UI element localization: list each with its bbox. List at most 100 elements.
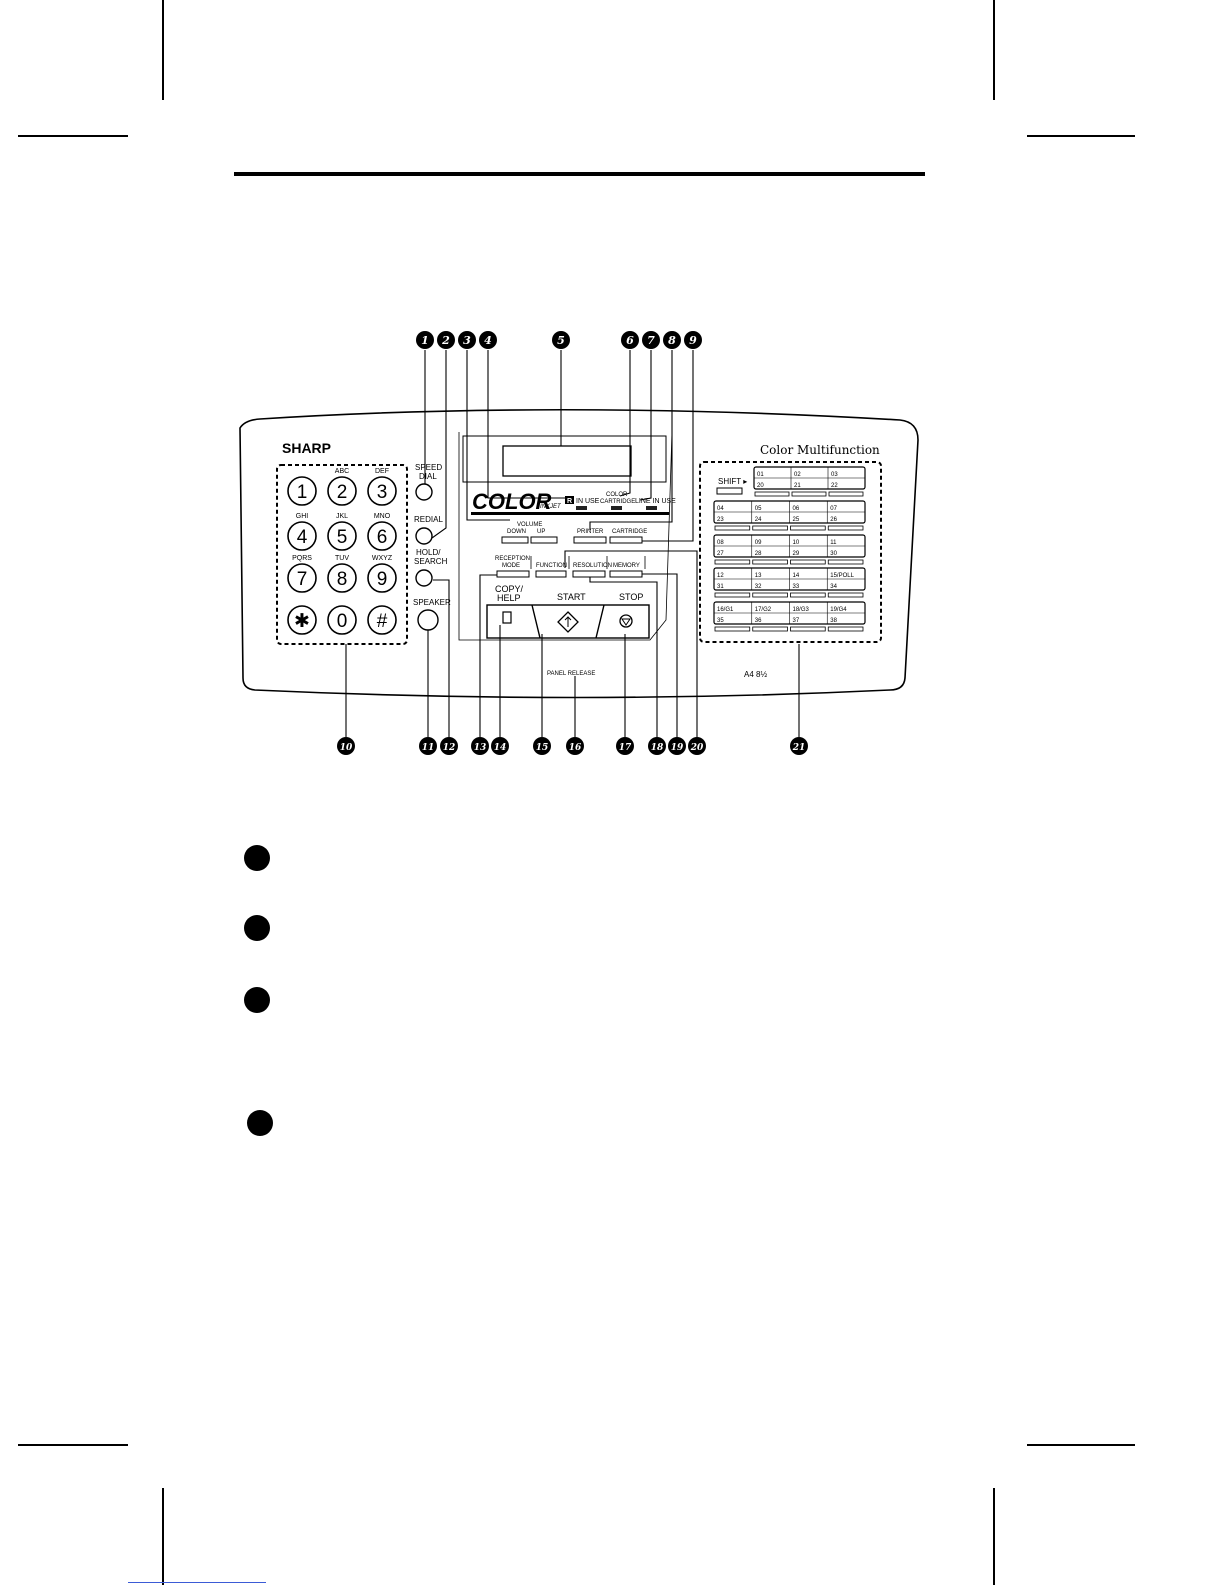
- hold-search-button[interactable]: [415, 569, 433, 587]
- callout-number: 3: [463, 334, 471, 347]
- one-touch-key-label[interactable]: 08: [717, 540, 724, 546]
- one-touch-key[interactable]: [827, 626, 864, 632]
- one-touch-key[interactable]: [752, 592, 788, 598]
- one-touch-key-label[interactable]: 38: [830, 618, 837, 624]
- one-touch-key[interactable]: [714, 559, 751, 565]
- one-touch-key[interactable]: [754, 491, 790, 497]
- one-touch-key-label[interactable]: 36: [755, 618, 762, 624]
- one-touch-key-label[interactable]: 17/G2: [755, 607, 772, 613]
- one-touch-key-label[interactable]: 29: [793, 551, 800, 557]
- one-touch-key-label[interactable]: 23: [717, 517, 724, 523]
- cartridge-button[interactable]: [609, 536, 643, 544]
- color-cartridge-label-1: COLOR: [606, 492, 628, 498]
- keypad-key-6[interactable]: [367, 521, 397, 551]
- one-touch-key-label[interactable]: 35: [717, 618, 724, 624]
- one-touch-key-label[interactable]: 07: [830, 506, 837, 512]
- keypad-digit: 2: [337, 482, 348, 503]
- header-rule: [234, 172, 925, 176]
- shift-button[interactable]: [716, 487, 743, 495]
- one-touch-key-label[interactable]: 26: [830, 517, 837, 523]
- keypad-key-5[interactable]: [327, 521, 357, 551]
- list-bullet-4: [247, 1110, 273, 1136]
- keypad-key-4[interactable]: [287, 521, 317, 551]
- volume-up-button[interactable]: [530, 536, 558, 544]
- keypad-key-9[interactable]: [367, 563, 397, 593]
- one-touch-key-label[interactable]: 01: [757, 472, 764, 478]
- one-touch-key-label[interactable]: 27: [717, 551, 724, 557]
- one-touch-key[interactable]: [714, 525, 751, 531]
- one-touch-key-label[interactable]: 06: [793, 506, 800, 512]
- resolution-button[interactable]: [572, 570, 606, 578]
- one-touch-key[interactable]: [791, 491, 827, 497]
- one-touch-key-label[interactable]: 15/POLL: [830, 573, 854, 579]
- one-touch-key-label[interactable]: 13: [755, 573, 762, 579]
- copy-icon[interactable]: [502, 611, 512, 624]
- one-touch-key[interactable]: [790, 626, 826, 632]
- one-touch-key-label[interactable]: 20: [757, 483, 764, 489]
- model-title: Color Multifunction: [760, 443, 880, 457]
- one-touch-key-label[interactable]: 03: [831, 472, 838, 478]
- one-touch-key-label[interactable]: 12: [717, 573, 724, 579]
- one-touch-key-label[interactable]: 02: [794, 472, 801, 478]
- one-touch-key-label[interactable]: 31: [717, 584, 724, 590]
- keypad-key-7[interactable]: [287, 563, 317, 593]
- one-touch-key-label[interactable]: 14: [793, 573, 800, 579]
- one-touch-key-label[interactable]: 24: [755, 517, 762, 523]
- reception-mode-button[interactable]: [496, 570, 530, 578]
- one-touch-key-label[interactable]: 28: [755, 551, 762, 557]
- one-touch-key-label[interactable]: 10: [793, 540, 800, 546]
- callout-9: [684, 331, 702, 349]
- one-touch-key-label[interactable]: 37: [793, 618, 800, 624]
- one-touch-key[interactable]: [752, 559, 788, 565]
- function-label: FUNCTION: [536, 563, 567, 569]
- keypad-key-10[interactable]: [287, 605, 317, 635]
- one-touch-key[interactable]: [752, 626, 788, 632]
- one-touch-key[interactable]: [827, 559, 864, 565]
- one-touch-key[interactable]: [714, 592, 751, 598]
- keypad-key-3[interactable]: [367, 476, 397, 506]
- one-touch-key[interactable]: [827, 592, 864, 598]
- one-touch-key-label[interactable]: 25: [793, 517, 800, 523]
- redial-button[interactable]: [415, 527, 433, 545]
- reception-mode-label-2: MODE: [502, 563, 520, 569]
- one-touch-key-label[interactable]: 22: [831, 483, 838, 489]
- one-touch-key-label[interactable]: 30: [830, 551, 837, 557]
- start-icon[interactable]: [557, 611, 579, 633]
- keypad-digit: ✱: [294, 611, 310, 632]
- one-touch-key-label[interactable]: 19/G4: [830, 607, 847, 613]
- callout-number: 20: [690, 743, 704, 753]
- one-touch-key[interactable]: [752, 525, 788, 531]
- one-touch-key[interactable]: [790, 559, 826, 565]
- one-touch-key-label[interactable]: 18/G3: [793, 607, 810, 613]
- memory-button[interactable]: [609, 570, 643, 578]
- one-touch-key[interactable]: [827, 525, 864, 531]
- volume-down-button[interactable]: [501, 536, 529, 544]
- function-button[interactable]: [535, 570, 567, 578]
- one-touch-key[interactable]: [790, 592, 826, 598]
- one-touch-key-label[interactable]: 16/G1: [717, 607, 734, 613]
- one-touch-key-label[interactable]: 11: [830, 540, 837, 546]
- printer-button[interactable]: [573, 536, 607, 544]
- one-touch-key[interactable]: [714, 626, 751, 632]
- one-touch-key-label[interactable]: 34: [830, 584, 837, 590]
- one-touch-key-label[interactable]: 32: [755, 584, 762, 590]
- one-touch-key-label[interactable]: 09: [755, 540, 762, 546]
- keypad-key-11[interactable]: [327, 605, 357, 635]
- keypad-key-1[interactable]: [287, 476, 317, 506]
- one-touch-key-label[interactable]: 21: [794, 483, 801, 489]
- callout-number: 4: [484, 334, 492, 347]
- one-touch-key[interactable]: [828, 491, 864, 497]
- one-touch-key[interactable]: [790, 525, 826, 531]
- speed-dial-button[interactable]: [415, 483, 433, 501]
- one-touch-key-label[interactable]: 04: [717, 506, 724, 512]
- keypad-key-2[interactable]: [327, 476, 357, 506]
- callout-16: [566, 737, 584, 755]
- one-touch-key-label[interactable]: 05: [755, 506, 762, 512]
- one-touch-key-label[interactable]: 33: [793, 584, 800, 590]
- keypad-key-12[interactable]: [367, 605, 397, 635]
- speaker-button[interactable]: [417, 609, 439, 631]
- keypad-key-8[interactable]: [327, 563, 357, 593]
- stop-icon[interactable]: [619, 614, 633, 628]
